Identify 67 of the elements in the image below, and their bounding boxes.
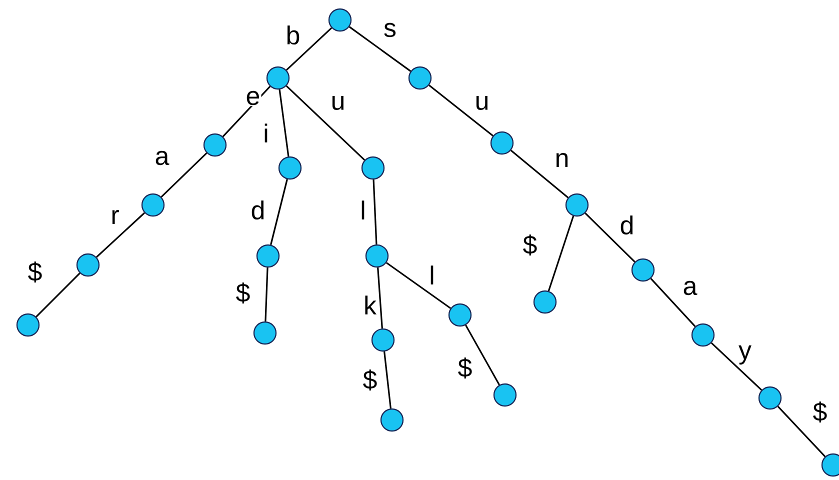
tree-edge <box>222 86 271 138</box>
tree-node <box>141 193 165 217</box>
tree-node <box>758 386 782 410</box>
edge-label: $ <box>362 368 378 392</box>
tree-node <box>266 66 290 90</box>
tree-edge <box>465 324 500 386</box>
tree-edge <box>96 212 146 258</box>
edge-label: r <box>110 209 120 225</box>
tree-node <box>76 253 100 277</box>
tree-node <box>380 408 404 432</box>
tree-node <box>328 8 352 32</box>
edge-label: d <box>618 214 636 236</box>
tree-node <box>361 156 385 180</box>
tree-edge <box>548 216 574 292</box>
tree-edge <box>710 342 762 391</box>
edge-label: u <box>330 95 346 111</box>
edge-label: k <box>362 294 378 316</box>
tree-edge <box>270 179 288 245</box>
edge-label: n <box>554 152 570 168</box>
tree-node <box>365 244 389 268</box>
tree-node <box>448 303 472 327</box>
tree-edge <box>278 89 290 157</box>
tree-edge <box>377 268 383 328</box>
tree-node <box>691 323 715 347</box>
tree-edge <box>286 85 366 161</box>
tree-edge <box>584 212 636 262</box>
tree-edge <box>510 150 569 198</box>
edge-label: $ <box>234 281 252 305</box>
tree-edge <box>160 152 208 198</box>
edge-label: a <box>682 280 698 296</box>
tree-node <box>278 156 302 180</box>
tree-node <box>253 321 277 345</box>
tree-node <box>631 258 655 282</box>
tree-edge <box>428 84 494 136</box>
edge-label: l <box>359 200 367 220</box>
tree-edge <box>372 180 378 244</box>
tree-edge <box>348 26 412 72</box>
edge-label: $ <box>456 356 474 380</box>
edge-label: l <box>428 264 436 286</box>
edge-label: d <box>250 199 266 221</box>
tree-node <box>16 313 40 337</box>
edge-label: $ <box>812 400 828 424</box>
tree-node <box>490 131 514 155</box>
edge-label: a <box>154 150 170 166</box>
tree-edge <box>264 268 268 322</box>
tree-node <box>533 290 557 314</box>
tree-node <box>493 383 517 407</box>
tree-node <box>203 133 227 157</box>
tree-edge <box>650 278 696 328</box>
tree-node <box>565 193 589 217</box>
tree-edge <box>777 406 826 458</box>
edge-label: $ <box>26 260 44 284</box>
edge-label: s <box>382 22 398 38</box>
edge-label: u <box>474 95 490 111</box>
tree-node <box>256 244 280 268</box>
tree-node <box>408 66 432 90</box>
tree-edge <box>386 262 452 309</box>
tree-edge <box>384 351 392 409</box>
edge-label: b <box>284 24 302 46</box>
tree-node <box>371 328 395 352</box>
edge-label: e <box>244 90 262 106</box>
tree-edge <box>286 27 332 71</box>
tree-node <box>821 453 839 477</box>
edge-label: i <box>262 122 270 144</box>
tree-edge <box>36 272 80 318</box>
edge-label: $ <box>522 233 538 257</box>
edge-label: y <box>738 344 752 366</box>
